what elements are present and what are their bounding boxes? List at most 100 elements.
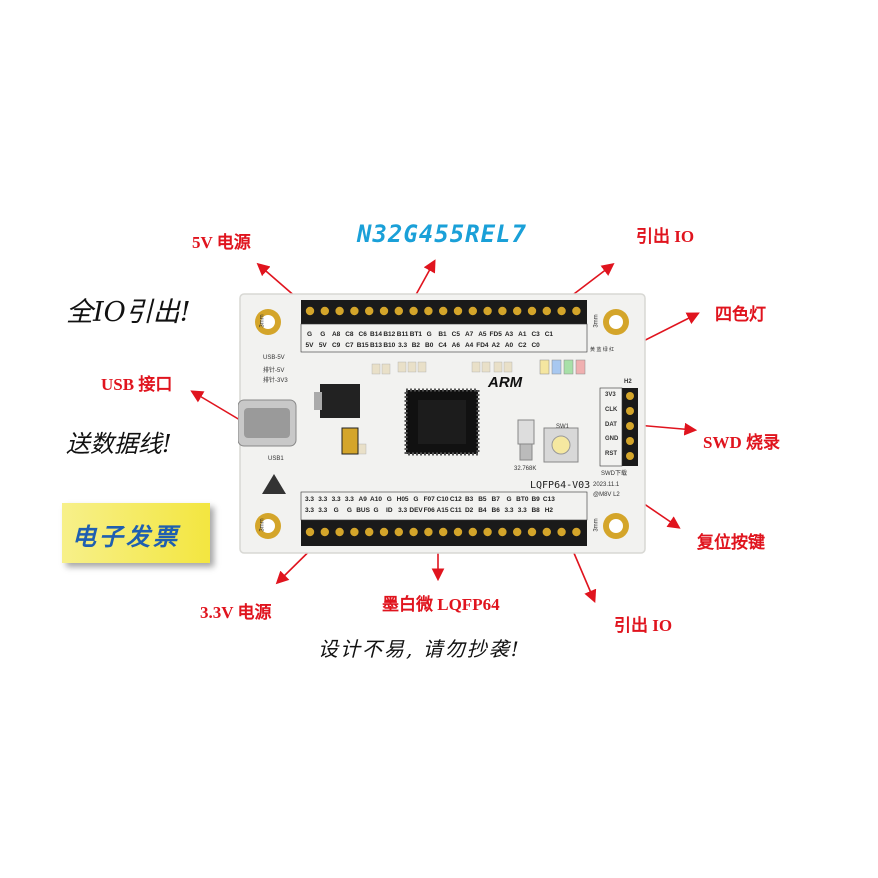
pin-label: 3.3: [318, 496, 328, 503]
arrow-usb: [190, 390, 241, 421]
pin-label: 3.3: [344, 496, 354, 503]
pin-label: A0: [504, 342, 514, 349]
board-date: 2023.11.1: [593, 482, 620, 488]
swd-pin-label: CLK: [605, 406, 618, 413]
header-pin-hole: [424, 306, 433, 316]
label-3v3-power: 3.3V 电源: [200, 603, 272, 622]
invoice-text: 电子发票: [72, 522, 180, 551]
header-pin-hole: [483, 306, 492, 316]
pin-label: B2: [411, 342, 421, 349]
mounting-holes: [255, 309, 629, 539]
pin-label: B5: [478, 496, 487, 503]
header-pin-hole: [320, 527, 329, 537]
pin-label: 3.3: [398, 507, 408, 514]
pin-label: F06: [423, 507, 435, 514]
header-pin-hole: [453, 306, 463, 316]
header-pin-hole: [513, 306, 522, 316]
pin-label: C11: [450, 507, 462, 514]
label-io-top: 引出 IO: [636, 227, 695, 246]
pin-label: G: [320, 331, 326, 338]
usb-note-1: USB-5V: [263, 355, 285, 361]
pin-label: BT1: [409, 331, 423, 338]
usb-ref: USB1: [268, 456, 284, 462]
pin-label: H05: [396, 496, 409, 503]
pin-label: B1: [438, 331, 447, 338]
pin-label: BT0: [516, 496, 529, 503]
pin-label: 5V: [318, 342, 327, 349]
pin-label: G: [426, 331, 432, 338]
pin-label: C9: [331, 342, 341, 349]
arm-logo: ARM: [488, 374, 523, 391]
slogan-all-io: 全IO引出!: [66, 297, 191, 328]
pin-label: 3.3: [398, 342, 408, 349]
header-pin-hole: [320, 306, 329, 316]
header-pin-hole: [527, 306, 537, 316]
mm-note-tl: 3mm: [259, 314, 266, 328]
header-pin-hole: [572, 527, 581, 537]
header-pin-hole: [498, 527, 507, 537]
pin-label: C1: [544, 331, 554, 338]
pin-label: 3.3: [304, 507, 315, 514]
mm-note-br: 3mm: [593, 518, 600, 532]
pin-label: A2: [491, 342, 500, 349]
pin-label: B4: [478, 507, 487, 514]
pin-label: FD5: [489, 331, 502, 338]
pin-label: B14: [370, 331, 382, 338]
pin-label: B8: [531, 507, 540, 514]
pin-label: F07: [423, 496, 435, 503]
header-pin-hole: [305, 306, 315, 316]
pin-label: B3: [464, 496, 474, 503]
swd-pin-label: RST: [605, 451, 617, 458]
header-pin-hole: [424, 527, 433, 537]
board-version: LQFP64-V03: [530, 480, 591, 491]
pcb-board: [238, 293, 646, 554]
pin-label: A6: [451, 342, 460, 349]
header-pin-hole: [439, 527, 448, 537]
pin-label: H2: [544, 507, 554, 514]
switch-ref: SW1: [556, 424, 570, 430]
header-pin-hole: [409, 527, 418, 537]
pin-label: G: [333, 507, 339, 514]
pin-label: G: [306, 331, 313, 338]
pin-label: G: [413, 496, 419, 503]
pin-label: B6: [491, 507, 500, 514]
pin-label: 3.3: [318, 507, 328, 514]
header-pin-hole: [557, 527, 566, 537]
pin-label: G: [346, 507, 352, 514]
pin-label: 3.3: [331, 496, 341, 503]
pin-label: 3.3: [304, 496, 315, 503]
copyright-note: 设计不易, 请勿抄袭!: [318, 637, 521, 661]
pin-label: DEV: [409, 507, 423, 514]
led-colors-text: 黄 蓝 绿 红: [590, 347, 615, 353]
header-pin-hole: [379, 527, 389, 537]
pin-label: ID: [386, 507, 393, 514]
board-author: @M8V L2: [593, 492, 620, 498]
header-pin-hole: [439, 306, 448, 316]
crystal-value: 32.768K: [514, 466, 537, 472]
header-pin-hole: [365, 306, 374, 316]
pin-label: A4: [464, 342, 474, 349]
pin-label: C2: [518, 342, 527, 349]
pin-label: A8: [331, 331, 341, 338]
pin-label: BUS: [356, 507, 370, 514]
pin-label: A10: [370, 496, 382, 503]
header-pin-hole: [409, 306, 418, 316]
label-usb: USB 接口: [101, 375, 173, 394]
label-mcu: 墨白微 LQFP64: [382, 595, 500, 614]
label-reset: 复位按键: [697, 533, 765, 552]
pin-label: G: [373, 507, 379, 514]
swd-header-ref: H2: [624, 379, 632, 385]
usb-note-3: 排针-3V3: [263, 378, 288, 384]
header-pin-hole: [394, 527, 403, 537]
pin-label: B13: [370, 342, 382, 349]
pin-label: C13: [542, 496, 555, 503]
pin-label: A15: [436, 507, 449, 514]
pin-label: B10: [383, 342, 396, 349]
header-pin-hole: [572, 306, 581, 316]
pin-label: 3.3: [504, 507, 514, 514]
pin-label: A5: [478, 331, 487, 338]
pin-label: 3.3: [517, 507, 527, 514]
header-pin-hole: [542, 306, 551, 316]
header-pin-hole: [557, 306, 566, 316]
swd-pin-label: GND: [605, 436, 619, 443]
